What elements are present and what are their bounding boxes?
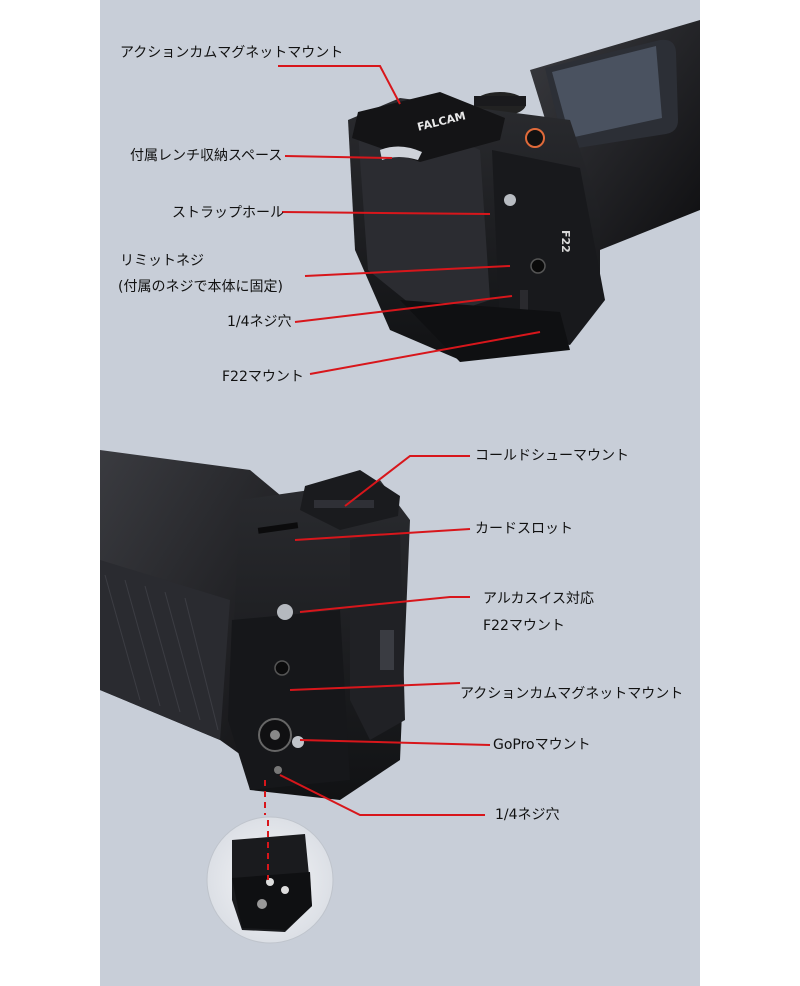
- callout-card-slot: カードスロット: [475, 521, 573, 537]
- detail-inset: [206, 816, 334, 944]
- f22-engraving: F22: [559, 230, 572, 253]
- callout-limit-screw-note: (付属のネジで本体に固定): [118, 279, 283, 295]
- callout-magnet-mount: アクションカムマグネットマウント: [120, 45, 344, 61]
- callout-arca-f22: F22マウント: [483, 618, 565, 634]
- callout-quarter-screw: 1/4ネジ穴: [227, 314, 292, 330]
- callout-magnet-mount-2: アクションカムマグネットマウント: [460, 686, 684, 702]
- product-illustration: FALCAM F22: [100, 20, 700, 944]
- callout-f22-mount: F22マウント: [222, 369, 304, 385]
- callout-arca-swiss: アルカスイス対応: [483, 591, 595, 607]
- top-device: FALCAM F22: [348, 20, 700, 362]
- product-diagram: FALCAM F22: [100, 0, 700, 986]
- callout-cold-shoe: コールドシューマウント: [475, 448, 629, 464]
- callout-quarter-screw-2: 1/4ネジ穴: [495, 807, 560, 823]
- leader-lines: [278, 65, 541, 816]
- callout-limit-screw: リミットネジ: [120, 253, 204, 269]
- callout-wrench-storage: 付属レンチ収納スペース: [130, 148, 283, 164]
- bottom-device: [100, 450, 410, 800]
- callout-gopro-mount: GoProマウント: [493, 737, 591, 753]
- callout-strap-hole: ストラップホール: [172, 205, 284, 221]
